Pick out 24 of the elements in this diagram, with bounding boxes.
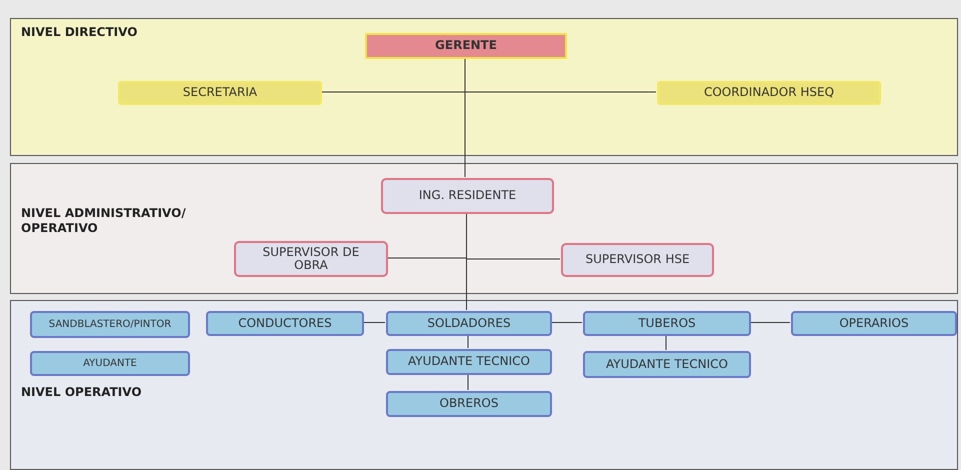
position-box: SUPERVISOR HSE <box>561 243 714 277</box>
level-heading: NIVEL OPERATIVO <box>21 385 142 400</box>
level-heading: NIVEL DIRECTIVO <box>21 25 138 40</box>
connector-line <box>362 322 386 323</box>
connector-line <box>750 322 790 323</box>
position-box: OBREROS <box>386 391 552 417</box>
level-band <box>10 300 958 470</box>
level-heading: NIVEL ADMINISTRATIVO/ OPERATIVO <box>21 206 187 236</box>
position-box: COORDINADOR HSEQ <box>657 81 881 105</box>
position-box: SUPERVISOR DE OBRA <box>234 241 388 277</box>
position-box: AYUDANTE <box>30 351 190 376</box>
position-box: SECRETARIA <box>118 81 322 105</box>
position-box: AYUDANTE TECNICO <box>583 351 751 378</box>
level-band <box>10 163 958 294</box>
position-box: AYUDANTE TECNICO <box>386 349 552 375</box>
connector-line <box>550 322 582 323</box>
position-box: OPERARIOS <box>791 311 957 336</box>
position-box: CONDUCTORES <box>206 311 364 336</box>
position-box: SANDBLASTERO/PINTOR <box>30 311 190 338</box>
position-box: GERENTE <box>365 33 567 59</box>
position-box: TUBEROS <box>583 311 751 336</box>
position-box: SOLDADORES <box>386 311 552 336</box>
level-band <box>10 18 958 156</box>
position-box: ING. RESIDENTE <box>381 178 554 214</box>
